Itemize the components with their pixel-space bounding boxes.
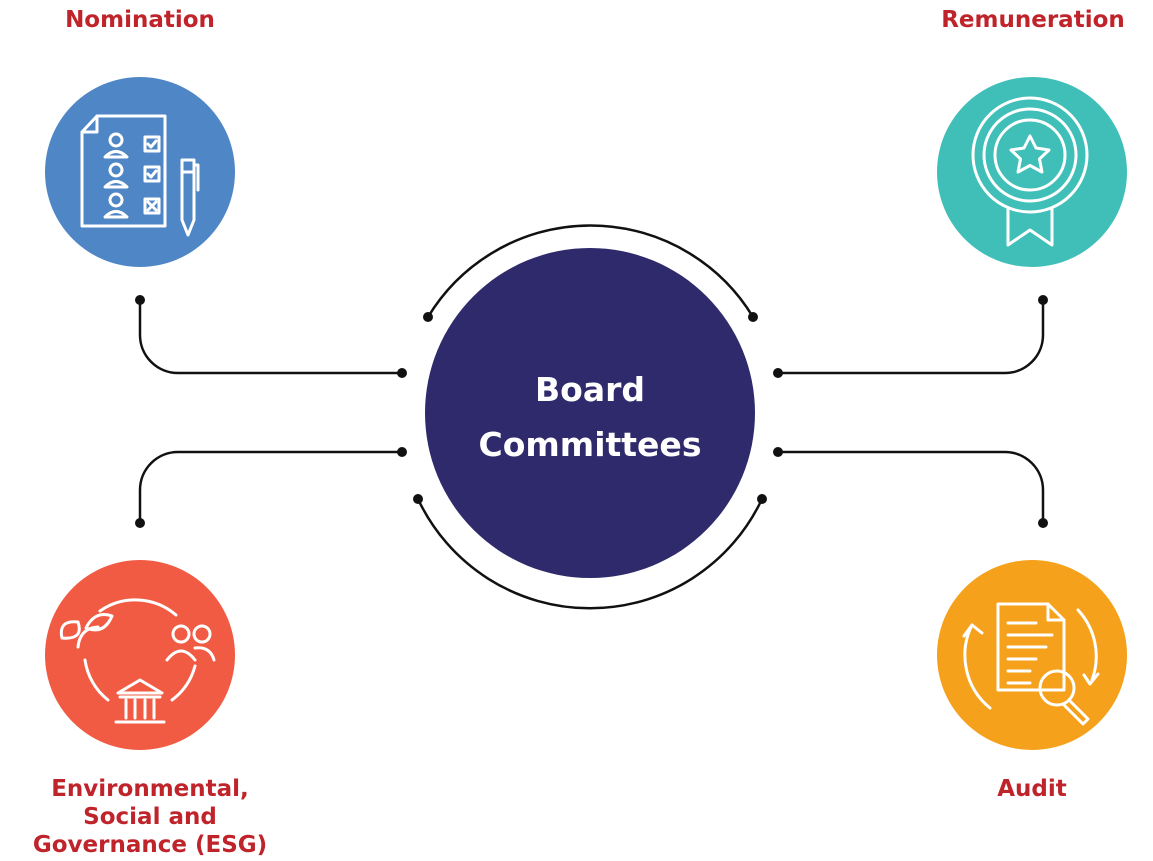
center-title-line-2: Committees [478,425,702,464]
remuneration-circle [937,77,1127,267]
connector-esg [138,450,402,523]
connectors [138,224,1045,610]
label-remuneration: Remuneration [941,7,1125,33]
connector-nomination [138,300,402,375]
dot [748,312,758,322]
label-esg-line-2: Social and [83,804,217,830]
dot [397,368,407,378]
center-circle [425,248,755,578]
audit-document-search-icon [962,602,1100,726]
dot [135,518,145,528]
dot [1038,518,1048,528]
dot [413,494,423,504]
label-esg: Environmental, Social and Governance (ES… [0,775,300,859]
label-audit: Audit [997,776,1067,802]
connector-audit [778,450,1045,523]
dot [423,312,433,322]
dot [1038,295,1048,305]
ballot-clipboard-icon [80,114,200,237]
label-esg-line-3: Governance (ESG) [32,832,268,858]
dot [773,447,783,457]
dot [135,295,145,305]
connector-dots [135,295,1048,528]
label-nomination: Nomination [65,7,215,33]
esg-cycle-icon [59,598,216,724]
dot [397,447,407,457]
ring-arc-bottom [416,498,764,610]
dot [757,494,767,504]
center-title: Board Committees [440,362,740,472]
label-esg-line-1: Environmental, [51,776,249,802]
center-title-line-1: Board [535,370,645,409]
connector-remuneration [778,300,1045,375]
esg-circle [45,560,235,750]
nomination-circle [45,77,235,267]
dot [773,368,783,378]
ring-arc-top [426,224,755,318]
award-medal-icon [971,96,1089,247]
